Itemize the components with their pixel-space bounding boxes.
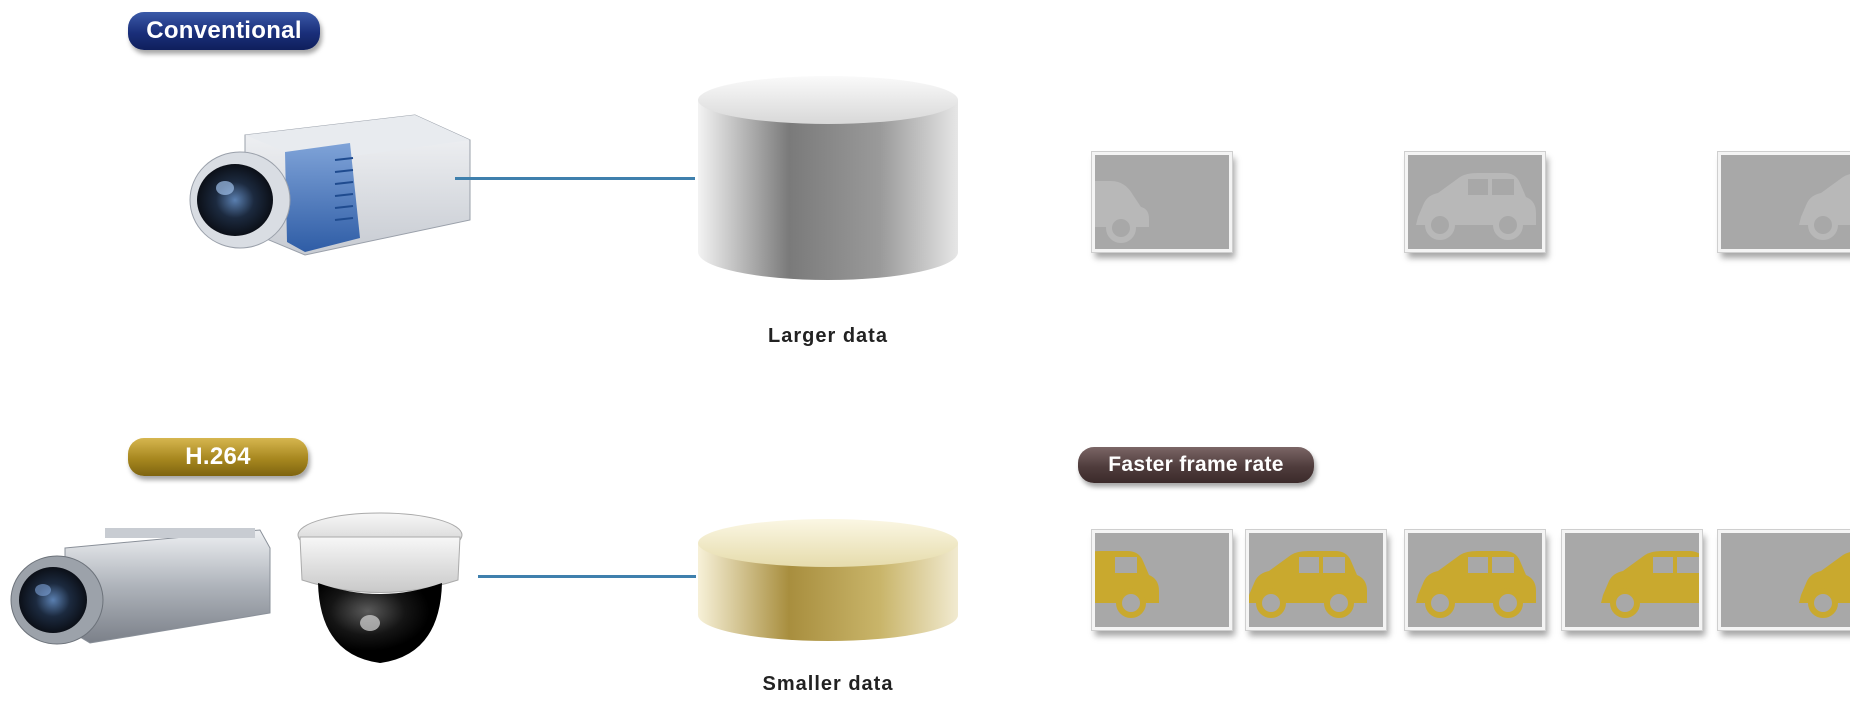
large-storage-database-cylinder-icon bbox=[698, 76, 958, 280]
h264-label: H.264 bbox=[128, 438, 308, 476]
conventional-label: Conventional bbox=[128, 12, 320, 50]
conventional-connection-line bbox=[455, 177, 695, 180]
h264-box-camera-icon bbox=[10, 528, 271, 645]
car-icon bbox=[1249, 551, 1367, 618]
conventional-frame-2 bbox=[1404, 151, 1546, 253]
h264-frame-2 bbox=[1245, 529, 1387, 631]
h264-frame-4 bbox=[1561, 529, 1703, 631]
car-icon bbox=[1095, 551, 1159, 618]
car-icon bbox=[1416, 551, 1536, 618]
h264-connection-line bbox=[478, 575, 696, 578]
faster-frame-rate-label: Faster frame rate bbox=[1078, 447, 1314, 483]
h264-dome-camera-icon bbox=[297, 512, 463, 663]
small-storage-database-cylinder-icon bbox=[698, 519, 958, 641]
h264-frame-1 bbox=[1091, 529, 1233, 631]
conventional-box-camera-icon bbox=[189, 114, 471, 256]
car-icon bbox=[1799, 552, 1850, 618]
h264-frame-5 bbox=[1717, 529, 1850, 631]
car-icon bbox=[1601, 551, 1699, 618]
car-icon bbox=[1799, 174, 1850, 240]
conventional-frame-3 bbox=[1717, 151, 1850, 253]
car-icon bbox=[1416, 173, 1536, 240]
car-icon bbox=[1095, 181, 1149, 243]
conventional-frame-1 bbox=[1091, 151, 1233, 253]
larger-data-caption: Larger data bbox=[768, 325, 888, 347]
smaller-data-caption: Smaller data bbox=[762, 673, 894, 695]
h264-frame-3 bbox=[1404, 529, 1546, 631]
